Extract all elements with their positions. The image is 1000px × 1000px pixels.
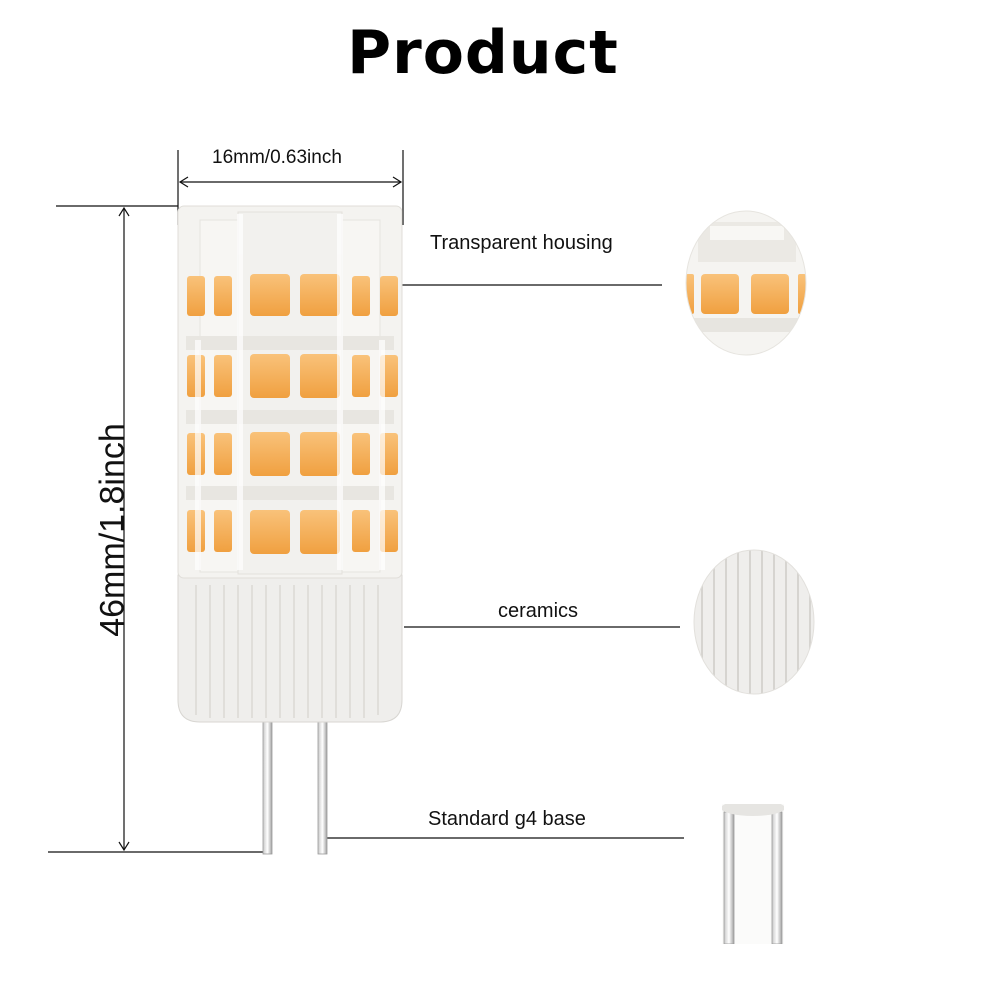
housing-detail-view (685, 210, 807, 356)
height-dimension (48, 205, 268, 853)
callout-ceramics: ceramics (498, 600, 579, 622)
ceramics-detail-view (693, 549, 815, 695)
base-detail-view (722, 804, 784, 944)
width-dimension (177, 150, 404, 225)
callout-standard-base: Standard g4 base (428, 808, 586, 830)
g4-pins (262, 721, 328, 855)
transparent-housing (177, 205, 403, 579)
width-dimension-label: 16mm/0.63inch (212, 147, 342, 168)
callout-transparent-housing: Transparent housing (430, 232, 613, 254)
product-title: Product (347, 18, 619, 88)
callout-leaders (327, 284, 684, 839)
led-chips (187, 274, 398, 554)
ceramic-base (177, 574, 403, 723)
